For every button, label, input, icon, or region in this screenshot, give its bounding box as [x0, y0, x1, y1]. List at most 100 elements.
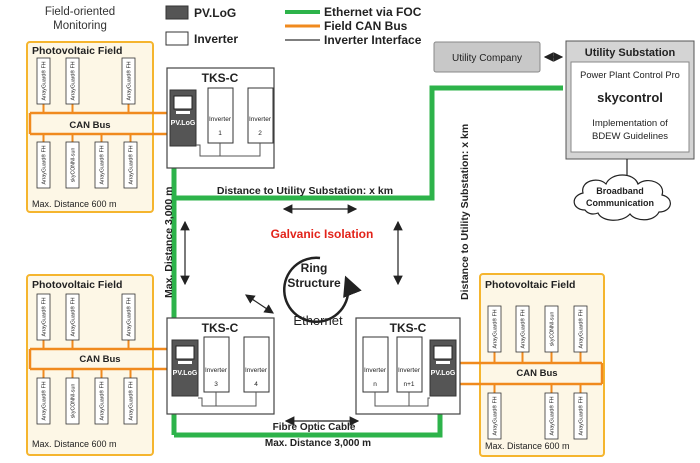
pv-field-top-device-label: ArrayGuard® FH	[70, 61, 77, 100]
pv-field-br-device-box	[573, 392, 588, 440]
ethernet-label: Ethernet	[293, 313, 343, 328]
legend-pvlog-swatch	[165, 5, 189, 20]
pv-field-bl-device-label: ArrayGuard® FH	[128, 381, 135, 420]
pv-field-top-devices: ArrayGuard® FH ArrayGuard® FH ArrayGuard® …	[36, 57, 138, 189]
tks-top-title: TKS-C	[202, 71, 239, 85]
pv-field-top-device-box	[36, 57, 51, 105]
pv-field-br-device-label: ArrayGuard® FH	[549, 396, 556, 435]
utility-company-box	[433, 41, 541, 73]
pv-field-top-distance: Max. Distance 600 m	[32, 199, 117, 209]
pv-field-bl-device-label: ArrayGuard® FH	[126, 297, 133, 336]
pv-field-bl-distance: Max. Distance 600 m	[32, 439, 117, 449]
tks-top-pvlog-label: PV.LoG	[171, 120, 196, 127]
pv-field-top-device-label: skyCONNI-sun	[71, 148, 77, 183]
tks-bl-title: TKS-C	[202, 321, 239, 335]
pv-field-bl-device-box	[36, 377, 51, 425]
substation-line2: Implementation of	[592, 118, 668, 129]
tks-br-inv-b-label: Inverter	[398, 367, 421, 374]
pv-field-br-title: Photovoltaic Field	[485, 279, 575, 291]
ring-circular-arrow-icon	[283, 256, 362, 323]
pv-field-top-device-box	[121, 57, 136, 105]
pv-field-br-device-label: ArrayGuard® FH	[492, 396, 499, 435]
pv-field-bl-devices: ArrayGuard® FH ArrayGuard® FH ArrayGuard® …	[36, 293, 138, 425]
pv-field-bl-device-label: ArrayGuard® FH	[70, 297, 77, 336]
fibre-optic-label: Fibre Optic Cable	[273, 422, 356, 433]
pv-field-top-device-box	[36, 141, 51, 189]
tks-bl-inverter-b	[243, 336, 270, 393]
pv-field-top-device-label: ArrayGuard® FH	[126, 61, 133, 100]
tks-top-inv-a-label: Inverter	[209, 116, 232, 123]
pv-field-bl-device-box	[65, 293, 80, 341]
cloud-line1: Broadband	[596, 186, 644, 196]
max-distance-vertical-label: Max. Distance 3,000 m	[163, 187, 175, 298]
pv-field-bl-device-box	[121, 293, 136, 341]
pv-field-bl-device-label: skyCONNI-sun	[71, 384, 77, 419]
tks-bl-inv-a-label: Inverter	[205, 367, 228, 374]
utility-company-label: Utility Company	[452, 53, 522, 64]
pv-field-top-device-box	[123, 141, 138, 189]
pv-field-bl-device-box	[123, 377, 138, 425]
pv-field-bl-title: Photovoltaic Field	[32, 279, 122, 291]
tks-station-bottom-right: TKS-C Inverter n Inverter n+1 PV.LoG	[355, 317, 461, 415]
tks-bl-pvlog-label: PV.LoG	[173, 370, 198, 377]
utility-substation: Utility Substation Power Plant Control P…	[565, 40, 695, 160]
pv-field-top-device-box	[65, 57, 80, 105]
tks-br-pvlog-label: PV.LoG	[431, 370, 456, 377]
pv-field-br-device-box	[544, 392, 559, 440]
pv-field-br-bus: CAN Bus	[516, 368, 557, 379]
tks-station-top: TKS-C PV.LoG Inverter 1 Inverter 2	[166, 67, 275, 169]
pv-field-bl-device-box	[65, 377, 80, 425]
pv-field-top-device-label: ArrayGuard® FH	[41, 61, 48, 100]
tks-top-inv-b-num: 2	[258, 130, 262, 137]
pv-field-top-device-label: ArrayGuard® FH	[99, 145, 106, 184]
pv-field-br-device-box	[515, 305, 530, 353]
substation-line1: Power Plant Control Pro	[580, 70, 680, 80]
legend-ethernet-label: Ethernet via FOC	[324, 5, 422, 19]
substation-title: Utility Substation	[585, 47, 676, 59]
broadband-cloud-icon	[573, 174, 671, 221]
pv-field-br-device-label: skyCONNI-sun	[550, 312, 556, 347]
pv-field-br-device-box	[544, 305, 559, 353]
pv-field-top-bus: CAN Bus	[69, 120, 110, 131]
pv-field-top-title: Photovoltaic Field	[32, 45, 122, 57]
header-title-line2: Monitoring	[53, 20, 107, 32]
pv-field-bottom-left: Photovoltaic Field CAN Bus Max. Distance…	[26, 274, 180, 456]
pv-field-bl-bus: CAN Bus	[79, 354, 120, 365]
pv-field-top-device-box	[65, 141, 80, 189]
tks-top-inv-a-num: 1	[218, 130, 222, 137]
pv-field-top-device-box	[94, 141, 109, 189]
legend: PV.LoG Inverter Ethernet via FOC Field C…	[165, 5, 422, 47]
pv-field-br-devices: ArrayGuard® FH ArrayGuard® FH skyCONNI-sun…	[487, 305, 588, 440]
tks-br-inverter-b	[396, 336, 423, 393]
ring-label-line1: Ring	[301, 261, 328, 275]
distance-x-label: Distance to Utility Substation: x km	[217, 185, 393, 197]
pv-field-br-device-label: ArrayGuard® FH	[520, 309, 527, 348]
tks-station-bottom-left: TKS-C PV.LoG Inverter 3 Inverter 4	[166, 317, 275, 415]
tks-br-inv-b-num: n+1	[403, 381, 414, 388]
tks-br-title: TKS-C	[390, 321, 427, 335]
ring-label-line2: Structure	[287, 276, 341, 290]
cloud-line2: Communication	[586, 198, 654, 208]
pv-field-bl-device-box	[36, 293, 51, 341]
distance-x-vertical-label: Distance to Utility Substation: x km	[459, 124, 471, 300]
legend-inverter-label: Inverter	[194, 32, 238, 46]
pv-field-top: Photovoltaic Field CAN Bus Max. Distance…	[26, 41, 170, 213]
pv-field-bl-device-label: ArrayGuard® FH	[99, 381, 106, 420]
tks-bl-inv-a-num: 3	[214, 381, 218, 388]
max-distance-bottom-label: Max. Distance 3,000 m	[265, 438, 371, 449]
pv-field-br-device-label: ArrayGuard® FH	[492, 309, 499, 348]
pv-field-br-device-label: ArrayGuard® FH	[578, 396, 585, 435]
tks-bl-inv-b-label: Inverter	[245, 367, 268, 374]
header-title-line1: Field-oriented	[45, 6, 115, 18]
legend-can-label: Field CAN Bus	[324, 19, 408, 33]
tks-bl-inv-b-num: 4	[254, 381, 258, 388]
pv-field-bottom-right: Photovoltaic Field CAN Bus Max. Distance…	[455, 273, 605, 457]
tks-top-inv-b-label: Inverter	[249, 116, 272, 123]
pv-field-br-device-box	[487, 392, 502, 440]
galvanic-isolation-label: Galvanic Isolation	[271, 227, 374, 241]
legend-inverter-swatch	[165, 31, 189, 46]
pv-field-bl-device-label: ArrayGuard® FH	[41, 381, 48, 420]
pv-field-br-device-box	[573, 305, 588, 353]
legend-interface-label: Inverter Interface	[324, 33, 422, 47]
pv-field-br-distance: Max. Distance 600 m	[485, 441, 570, 451]
